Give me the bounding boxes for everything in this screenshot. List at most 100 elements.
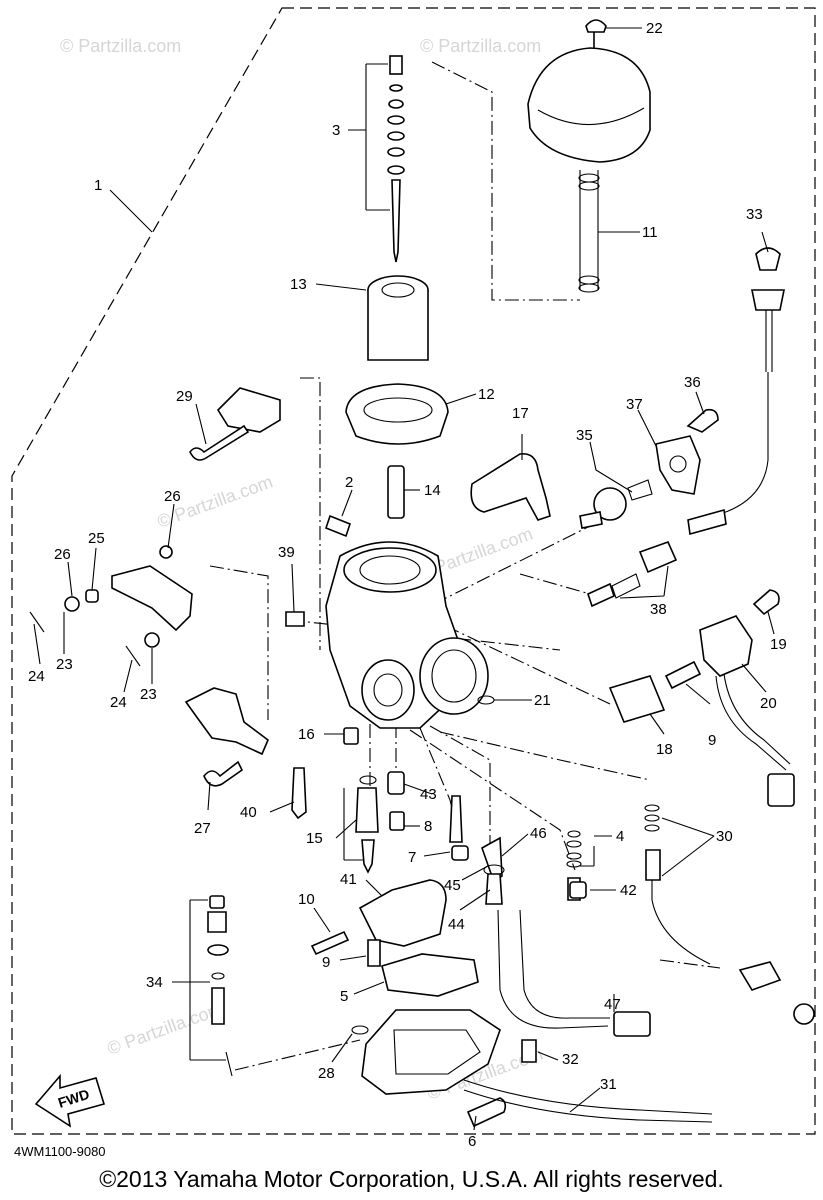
callout-labels: 1 2 3 4 5 6 7 8 9 9 10 11 12 13 14 15 16… bbox=[28, 20, 787, 1150]
pilot-jet bbox=[343, 727, 359, 745]
callout-46: 46 bbox=[530, 825, 547, 842]
drain-screw bbox=[466, 1097, 507, 1128]
leader-lines bbox=[33, 27, 775, 1131]
throttle-cable-end bbox=[644, 804, 815, 1025]
watermark: © Partzilla.com bbox=[60, 36, 181, 56]
plate-screw bbox=[664, 660, 702, 690]
copyright-notice: ©2013 Yamaha Motor Corporation, U.S.A. A… bbox=[99, 1166, 724, 1192]
callout-38: 38 bbox=[650, 601, 667, 618]
callout-10: 10 bbox=[298, 891, 315, 908]
callout-1: 1 bbox=[94, 177, 102, 194]
callout-5: 5 bbox=[340, 988, 348, 1005]
alignment-lines bbox=[209, 61, 721, 1071]
callout-43: 43 bbox=[420, 786, 437, 803]
callout-25: 25 bbox=[88, 530, 105, 547]
callout-47: 47 bbox=[604, 996, 621, 1013]
float bbox=[358, 879, 447, 947]
fuel-fitting bbox=[485, 873, 503, 905]
spacer bbox=[387, 465, 405, 519]
callout-9b: 9 bbox=[322, 954, 330, 971]
chamber-screw-small bbox=[521, 1039, 537, 1063]
chamber-screw bbox=[367, 939, 381, 967]
callout-33: 33 bbox=[746, 206, 763, 223]
cover-screw bbox=[686, 408, 719, 433]
piston-valve bbox=[367, 275, 429, 361]
callout-26: 26 bbox=[164, 488, 181, 505]
needle-jet-set bbox=[355, 775, 379, 874]
callout-40: 40 bbox=[240, 804, 257, 821]
starter-jet-set bbox=[207, 895, 233, 1077]
throttle-bracket bbox=[189, 387, 281, 461]
diagram-code: 4WM1100-9080 bbox=[14, 1144, 106, 1159]
callout-9: 9 bbox=[708, 732, 716, 749]
hose-bracket bbox=[481, 836, 503, 884]
pilot-screw bbox=[325, 514, 351, 538]
callout-15: 15 bbox=[306, 830, 323, 847]
callout-4: 4 bbox=[616, 828, 624, 845]
linkage-hardware bbox=[29, 545, 193, 667]
callout-12: 12 bbox=[478, 386, 495, 403]
jet-needle-set bbox=[387, 55, 405, 263]
callout-28: 28 bbox=[318, 1065, 335, 1082]
callout-37: 37 bbox=[626, 396, 643, 413]
chamber-o-ring bbox=[351, 1025, 369, 1035]
callout-26b: 26 bbox=[54, 546, 71, 563]
callout-21: 21 bbox=[534, 692, 551, 709]
float-pin bbox=[310, 930, 350, 956]
callout-19: 19 bbox=[770, 636, 787, 653]
main-jet-tube bbox=[387, 771, 405, 795]
choke-cap bbox=[470, 453, 551, 521]
callout-3: 3 bbox=[332, 122, 340, 139]
throttle-spring bbox=[578, 170, 600, 293]
callout-20: 20 bbox=[760, 695, 777, 712]
assembly-boundary bbox=[11, 7, 816, 1135]
callout-6: 6 bbox=[468, 1133, 476, 1150]
callout-35: 35 bbox=[576, 427, 593, 444]
choke-plunger-set bbox=[579, 479, 653, 529]
watermark: © Partzilla.com bbox=[420, 36, 541, 56]
callout-7: 7 bbox=[408, 849, 416, 866]
vent-hoses bbox=[497, 909, 610, 1029]
callout-14: 14 bbox=[424, 482, 441, 499]
callout-13: 13 bbox=[290, 276, 307, 293]
drain-plug bbox=[449, 795, 463, 843]
throttle-position-sensor bbox=[699, 615, 795, 807]
watermark: © Partzilla.com bbox=[105, 998, 226, 1058]
callout-39: 39 bbox=[278, 544, 295, 561]
hose-connector bbox=[613, 1011, 651, 1037]
callout-11: 11 bbox=[642, 224, 658, 241]
starter-plunger-set bbox=[587, 540, 678, 608]
throttle-lever bbox=[184, 687, 269, 756]
callout-2: 2 bbox=[345, 474, 353, 491]
callout-29: 29 bbox=[176, 388, 193, 405]
callout-16: 16 bbox=[298, 726, 315, 743]
forward-arrow: FWD bbox=[34, 1073, 106, 1128]
callout-42: 42 bbox=[620, 882, 637, 899]
callout-23b: 23 bbox=[140, 686, 157, 703]
idle-screw bbox=[285, 611, 305, 627]
callout-32: 32 bbox=[562, 1051, 579, 1068]
callout-31: 31 bbox=[600, 1076, 617, 1093]
callout-44: 44 bbox=[448, 916, 465, 933]
drain-hose bbox=[463, 1079, 713, 1123]
callout-24b: 24 bbox=[110, 694, 127, 711]
cover-plate bbox=[655, 435, 701, 495]
callout-8: 8 bbox=[424, 818, 432, 835]
callout-27: 27 bbox=[194, 820, 211, 837]
carburetor-body bbox=[325, 541, 489, 729]
callout-34: 34 bbox=[146, 974, 163, 991]
callout-30: 30 bbox=[716, 828, 733, 845]
callout-17: 17 bbox=[512, 405, 529, 422]
callout-18: 18 bbox=[656, 741, 673, 758]
callout-24: 24 bbox=[28, 668, 45, 685]
callout-45: 45 bbox=[444, 877, 461, 894]
callout-22: 22 bbox=[646, 20, 663, 37]
choke-cable bbox=[687, 247, 785, 536]
float-chamber-gasket bbox=[381, 953, 479, 997]
pilot-jet-holder bbox=[291, 767, 307, 820]
callout-36: 36 bbox=[684, 374, 701, 391]
piston-seal-ring bbox=[345, 383, 449, 445]
carburetor-top-cap bbox=[527, 47, 651, 163]
lever-screw bbox=[203, 760, 244, 787]
